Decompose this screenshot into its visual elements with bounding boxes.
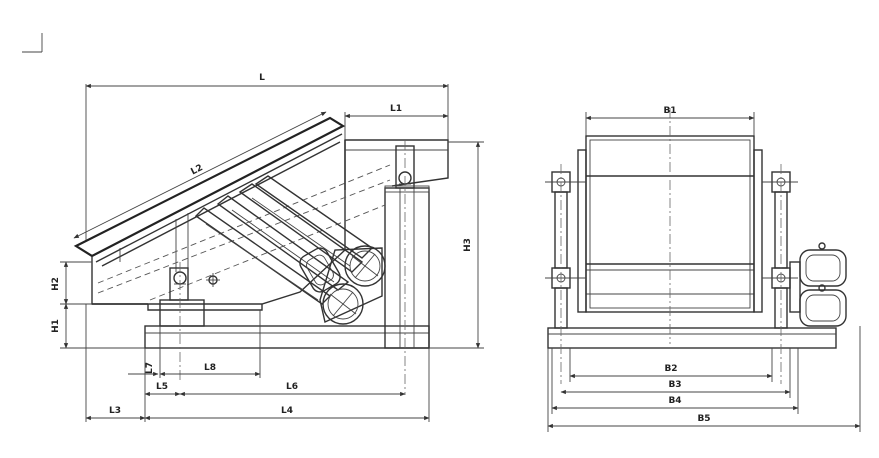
corner-mark xyxy=(22,33,43,53)
dim-label-H2: H2 xyxy=(51,277,61,291)
dim-B2: B2 xyxy=(569,348,773,382)
dim-H1: H1 xyxy=(51,303,145,349)
dim-B4: B4 xyxy=(551,348,799,414)
dim-B1: B1 xyxy=(585,106,755,136)
front-view: B1 B2 B3 B4 B5 xyxy=(545,106,861,432)
dim-label-L8: L8 xyxy=(204,363,216,373)
dim-L4: L4 xyxy=(144,348,430,422)
screen-box xyxy=(73,116,449,311)
dim-label-B2: B2 xyxy=(664,364,677,374)
front-base xyxy=(547,327,837,349)
dim-B3: B3 xyxy=(560,348,791,398)
dim-L2: L2 xyxy=(73,111,327,239)
dim-label-B1: B1 xyxy=(663,106,676,116)
dim-L3: L3 xyxy=(85,304,146,422)
dim-L5: L5 xyxy=(144,348,181,422)
dim-L7: L7 xyxy=(128,326,161,378)
dim-label-L7: L7 xyxy=(145,362,155,374)
front-right-springs xyxy=(762,171,798,329)
vibration-motors xyxy=(299,245,386,325)
dim-label-L4: L4 xyxy=(281,406,293,416)
dim-label-L: L xyxy=(259,73,265,83)
dim-H3: H3 xyxy=(429,141,484,349)
front-left-springs xyxy=(545,171,586,329)
dim-L1: L1 xyxy=(344,104,449,140)
spring-supports xyxy=(169,145,430,301)
dim-label-H1: H1 xyxy=(51,319,61,333)
dim-H2: H2 xyxy=(51,261,92,305)
dim-label-L5: L5 xyxy=(156,382,168,392)
front-motors xyxy=(789,242,847,327)
dim-label-B5: B5 xyxy=(697,414,710,424)
center-of-gravity-mark xyxy=(206,273,220,287)
dim-label-L6: L6 xyxy=(286,382,298,392)
dim-label-H3: H3 xyxy=(463,238,473,252)
dim-label-L3: L3 xyxy=(109,406,121,416)
screen-decks xyxy=(97,164,391,301)
dim-label-B4: B4 xyxy=(668,396,681,406)
dim-label-L1: L1 xyxy=(390,104,402,114)
dim-B5: B5 xyxy=(547,326,861,432)
side-view: L L1 L2 H3 H2 H1 xyxy=(51,73,484,422)
dim-label-L2: L2 xyxy=(189,163,204,177)
dim-L6: L6 xyxy=(179,382,406,397)
dim-L8: L8 xyxy=(159,310,261,378)
dim-label-B3: B3 xyxy=(668,380,681,390)
